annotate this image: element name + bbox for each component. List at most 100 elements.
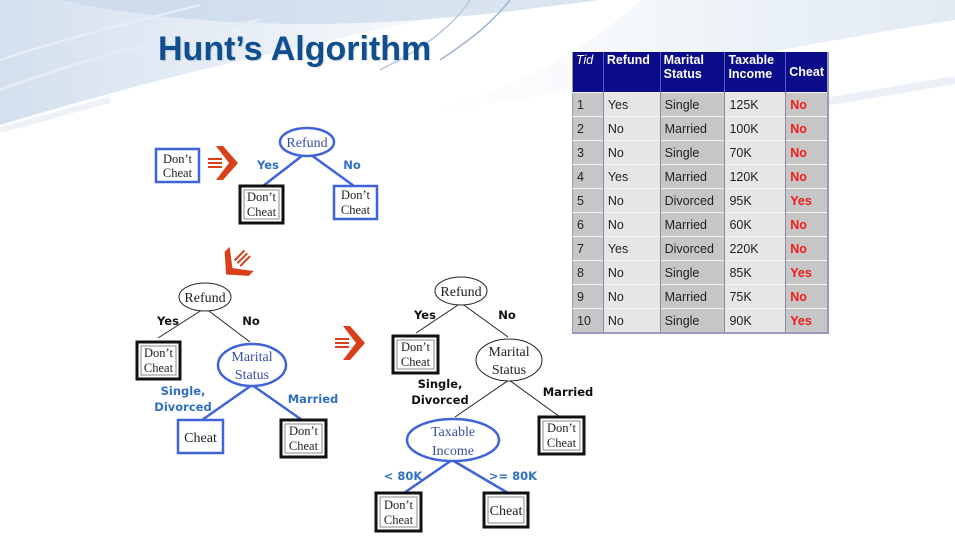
taxable-income-cell: 125K [724, 92, 786, 117]
cheat-cell: Yes [785, 260, 828, 285]
step4-income-line1: Taxable [431, 425, 475, 440]
step3-edge-single-line2: Divorced [154, 400, 211, 414]
taxable-income-cell: 120K [724, 164, 786, 189]
step4-leaf-yes-line2: Cheat [401, 355, 431, 369]
step2-edge-yes: Yes [256, 158, 279, 172]
step4-leaf-married-line1: Don’t [547, 421, 576, 435]
step4-marital-line2: Status [492, 363, 526, 378]
step3-leaf-single-box [176, 418, 225, 455]
refund-cell: No [602, 284, 661, 309]
step4-tree: Refund Yes No Don’t Cheat Marital Status… [374, 276, 593, 533]
step4-income-node [405, 417, 501, 463]
step1-tree: Don’t Cheat [154, 147, 201, 184]
step3-edge-no: No [242, 314, 260, 328]
marital-status-cell: Married [659, 116, 725, 141]
step2-edge-no: No [343, 158, 361, 172]
refund-cell: No [602, 260, 661, 285]
step2-leaf-no-line2: Cheat [341, 203, 371, 217]
step3-leaf-married-line1: Don’t [289, 424, 318, 438]
refund-cell: Yes [602, 92, 661, 117]
refund-cell: Yes [602, 236, 661, 261]
header-refund: Refund [602, 52, 661, 93]
step1-leaf-line1: Don’t [163, 152, 192, 166]
refund-cell: No [602, 140, 661, 165]
marital-status-cell: Single [659, 92, 725, 117]
step3-leaf-married-line2: Cheat [289, 439, 319, 453]
refund-cell: No [602, 308, 661, 334]
step3-marital-line1: Marital [231, 350, 272, 365]
cheat-cell: Yes [785, 188, 828, 213]
tid-cell: 1 [572, 92, 604, 117]
refund-cell: No [602, 188, 661, 213]
step4-leaf-ge-box [482, 491, 530, 529]
tid-cell: 6 [572, 212, 604, 237]
step2-leaf-yes-box [238, 184, 285, 225]
refund-cell: No [602, 212, 661, 237]
taxable-income-cell: 60K [724, 212, 786, 237]
step3-root-label: Refund [184, 291, 225, 306]
step3-leaf-yes-line2: Cheat [144, 361, 174, 375]
step3-edge-single-line1: Single, [161, 384, 206, 398]
step4-edge-no: No [498, 308, 516, 322]
header-tid: Tid [572, 52, 604, 93]
step2-leaf-no-line1: Don’t [341, 188, 370, 202]
step4-edge-single-line2: Divorced [411, 393, 468, 407]
taxable-income-cell: 220K [724, 236, 786, 261]
marital-status-cell: Single [659, 260, 725, 285]
tid-cell: 5 [572, 188, 604, 213]
step4-edge-ge: >= 80K [489, 469, 538, 483]
marital-status-cell: Married [659, 164, 725, 189]
cheat-cell: No [785, 92, 828, 117]
step4-marital-node [475, 338, 543, 382]
step3-edge-yes: Yes [156, 314, 179, 328]
taxable-income-cell: 75K [724, 284, 786, 309]
step2-root-label: Refund [286, 136, 327, 151]
step3-leaf-married-box [279, 418, 328, 459]
step4-leaf-married-line2: Cheat [547, 436, 577, 450]
taxable-income-cell: 95K [724, 188, 786, 213]
step2-leaf-no-box [332, 184, 379, 221]
arrow-right-icon [207, 145, 239, 181]
step2-leaf-yes-line1: Don’t [247, 190, 276, 204]
step4-income-line2: Income [432, 444, 474, 459]
cheat-cell: No [785, 164, 828, 189]
refund-cell: Yes [602, 164, 661, 189]
step3-tree: Refund Yes No Don’t Cheat Marital Status… [135, 282, 338, 459]
tid-cell: 8 [572, 260, 604, 285]
step4-leaf-yes-line1: Don’t [401, 340, 430, 354]
step1-leaf-box [154, 147, 201, 184]
step2-tree: Refund Yes No Don’t Cheat Don’t Cheat [238, 126, 379, 225]
slide-title: Hunt’s Algorithm [158, 30, 432, 68]
taxable-income-cell: 90K [724, 308, 786, 334]
step4-root-label: Refund [440, 285, 481, 300]
cheat-cell: No [785, 236, 828, 261]
tid-cell: 4 [572, 164, 604, 189]
step4-leaf-lt-line2: Cheat [384, 513, 414, 527]
step2-root-node [278, 126, 336, 158]
step4-leaf-lt-line1: Don’t [384, 498, 413, 512]
step4-root-node [434, 276, 488, 306]
step3-leaf-yes-line1: Don’t [144, 346, 173, 360]
tid-cell: 2 [572, 116, 604, 141]
arrow-down-left-icon [224, 246, 254, 276]
marital-status-cell: Married [659, 212, 725, 237]
cheat-cell: Yes [785, 308, 828, 334]
step2-leaf-yes-line2: Cheat [247, 205, 277, 219]
taxable-income-cell: 70K [724, 140, 786, 165]
tid-cell: 10 [572, 308, 604, 334]
header-cheat: Cheat [785, 52, 828, 93]
tid-cell: 9 [572, 284, 604, 309]
cheat-cell: No [785, 284, 828, 309]
marital-status-cell: Single [659, 140, 725, 165]
taxable-income-cell: 85K [724, 260, 786, 285]
